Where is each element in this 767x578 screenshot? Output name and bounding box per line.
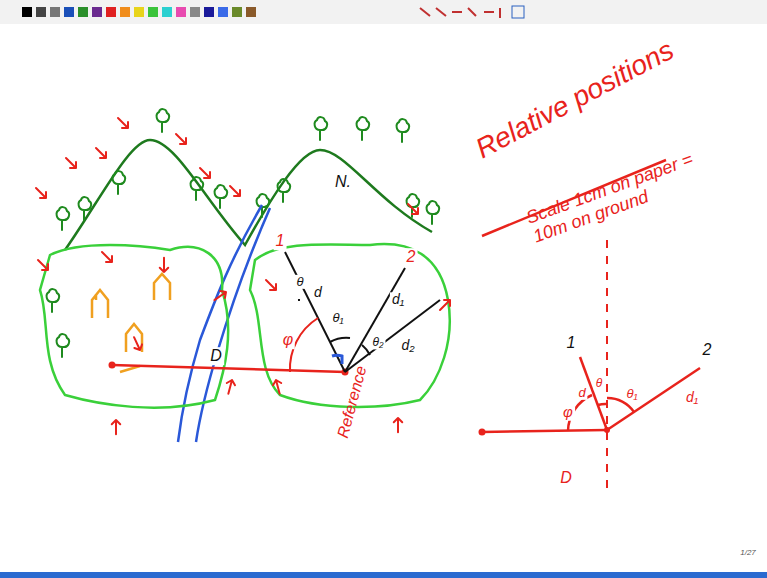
station-number: 1 bbox=[565, 334, 578, 352]
station-number: 1 bbox=[274, 232, 287, 250]
mountain-outline bbox=[65, 140, 432, 250]
angle-label: θ₁ bbox=[330, 311, 345, 325]
north-mark: N. bbox=[333, 173, 353, 191]
distance-label: D bbox=[558, 469, 574, 487]
point bbox=[109, 362, 116, 369]
angle-label: φ bbox=[561, 404, 575, 421]
angle-label: θ₁ bbox=[624, 387, 639, 401]
toolbar-swatches bbox=[22, 6, 524, 18]
houses bbox=[92, 274, 170, 372]
distance-label: d bbox=[576, 386, 587, 400]
scale-note: Scale 1cm on paper = 10m on ground bbox=[522, 144, 718, 248]
river bbox=[178, 205, 262, 442]
progress-bar bbox=[0, 572, 767, 578]
point bbox=[479, 429, 486, 436]
angle-label: θ₂ bbox=[370, 336, 385, 349]
station-number: 2 bbox=[405, 248, 418, 266]
angle-label: θ bbox=[594, 377, 605, 390]
distance-label: d₂ bbox=[399, 338, 416, 353]
trees bbox=[47, 109, 439, 357]
distance-label: d bbox=[312, 285, 324, 300]
angle-label: φ bbox=[281, 331, 295, 349]
region-outline bbox=[40, 245, 228, 408]
angle-label: θ bbox=[294, 275, 305, 289]
baseline bbox=[112, 365, 345, 372]
distance-label: D bbox=[208, 347, 224, 365]
rays bbox=[285, 252, 440, 372]
reference-label: Reference bbox=[333, 362, 370, 442]
arrows bbox=[36, 118, 450, 434]
small-rays bbox=[482, 357, 700, 432]
distance-label: d₁ bbox=[390, 292, 406, 307]
north-line bbox=[606, 240, 608, 492]
station-number: 2 bbox=[701, 341, 714, 359]
title: Relative positions bbox=[469, 34, 681, 166]
angle-arc bbox=[332, 355, 342, 364]
toolbar bbox=[0, 0, 767, 24]
page-number: 1/27 bbox=[738, 549, 758, 558]
distance-label: d₁ bbox=[684, 390, 700, 405]
point bbox=[604, 427, 610, 433]
